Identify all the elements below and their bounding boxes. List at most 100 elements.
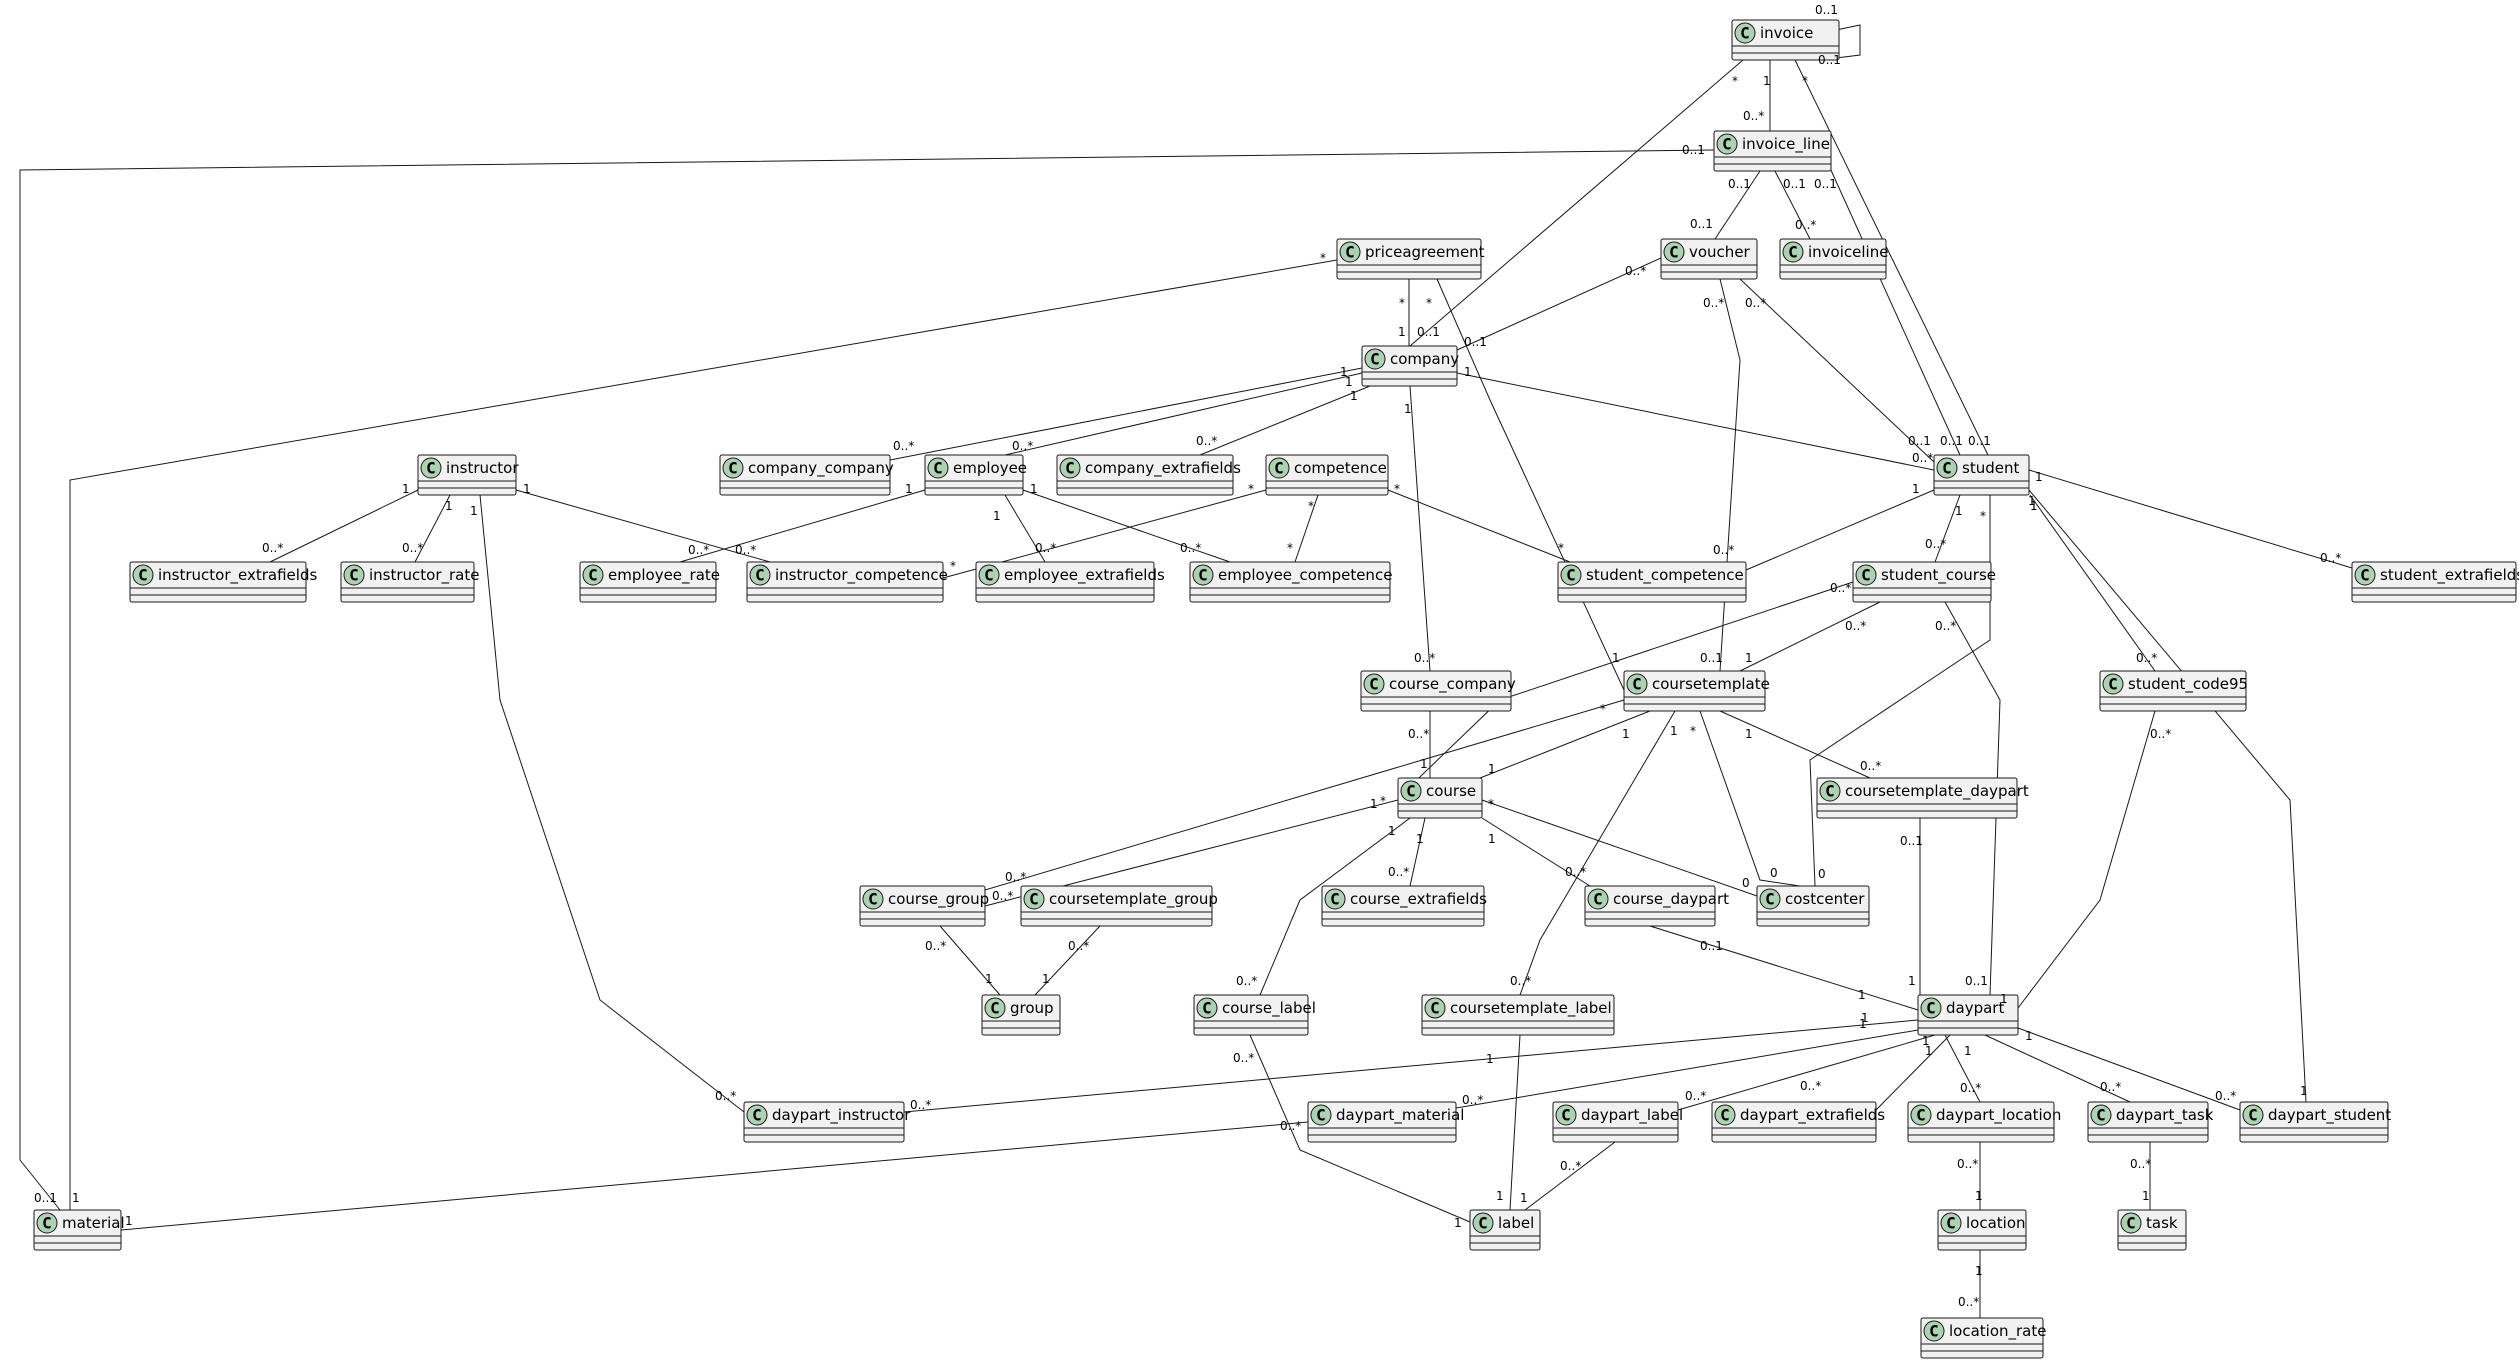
- multiplicity-label: 0..*: [2150, 727, 2171, 741]
- class-c-icon: C: [1424, 997, 1446, 1019]
- multiplicity-label: 1: [1858, 988, 1866, 1002]
- multiplicity-label: 0..*: [1196, 434, 1217, 448]
- multiplicity-label: 1: [402, 482, 410, 496]
- multiplicity-label: 0..*: [735, 543, 756, 557]
- class-c-letter: C: [1788, 243, 1798, 262]
- multiplicity-label: 0..1: [1728, 177, 1751, 191]
- relation-course_label-label: [1249, 1034, 1471, 1223]
- multiplicity-label: 0..*: [1958, 1295, 1979, 1309]
- class-c-letter: C: [2096, 1106, 2106, 1125]
- class-name: employee_extrafields: [1004, 566, 1165, 585]
- class-box: [924, 454, 1024, 496]
- class-name: priceagreement: [1365, 243, 1485, 261]
- class-c-letter: C: [1929, 1322, 1939, 1341]
- multiplicity-label: 1: [1398, 325, 1406, 339]
- multiplicity-label: 0..*: [992, 889, 1013, 903]
- relation-course-costcenter: [1481, 799, 1758, 897]
- class-box: [1660, 238, 1758, 280]
- class-c-icon: C: [1560, 564, 1582, 586]
- class-c-letter: C: [990, 999, 1000, 1018]
- multiplicity-label: 0: [1742, 876, 1750, 890]
- class-box: [975, 561, 1155, 603]
- class-name: course_extrafields: [1350, 890, 1487, 909]
- relation-company-company_extrafields: [1199, 385, 1371, 456]
- multiplicity-label: 0..*: [1743, 109, 1764, 123]
- multiplicity-label: 0..*: [1414, 651, 1435, 665]
- class-name: company_company: [748, 459, 894, 478]
- multiplicity-label: *: [1320, 251, 1326, 265]
- class-c-icon: C: [1196, 997, 1218, 1019]
- multiplicity-label: 0..*: [1845, 619, 1866, 633]
- relation-invoice-company: [1409, 59, 1744, 347]
- multiplicity-label: 1: [1861, 1011, 1869, 1025]
- relation-student-student_competence: [1745, 489, 1935, 571]
- multiplicity-label: 0..*: [1703, 296, 1724, 310]
- multiplicity-label: 0..1: [1965, 974, 1988, 988]
- multiplicity-label: 1: [1912, 482, 1920, 496]
- relation-voucher-student: [1739, 278, 1935, 463]
- multiplicity-label: 1: [1763, 74, 1771, 88]
- multiplicity-label: 0..*: [2130, 1157, 2151, 1171]
- multiplicity-label: *: [1426, 296, 1432, 310]
- multiplicity-label: 0..1: [1814, 177, 1837, 191]
- class-c-icon: C: [1310, 1104, 1332, 1126]
- multiplicity-label: 0..*: [1830, 581, 1851, 595]
- class-c-letter: C: [752, 1106, 762, 1125]
- class-c-letter: C: [588, 566, 598, 585]
- multiplicity-label: *: [1380, 794, 1386, 808]
- multiplicity-label: *: [1690, 724, 1696, 738]
- class-name: course_label: [1222, 999, 1316, 1018]
- class-c-icon: C: [927, 457, 949, 479]
- relation-daypart-daypart_task: [1984, 1034, 2131, 1103]
- class-c-icon: C: [1363, 673, 1385, 695]
